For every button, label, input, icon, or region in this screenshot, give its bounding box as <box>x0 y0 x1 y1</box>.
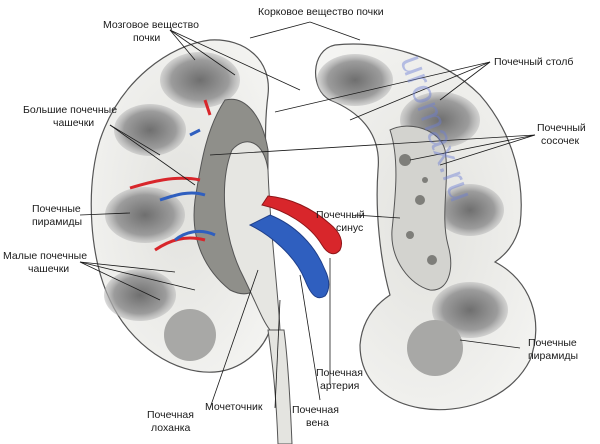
label-pelvis-2: лоханка <box>151 422 191 434</box>
left-pyramid-top <box>160 52 240 108</box>
right-sinus-holes <box>399 154 437 265</box>
label-pyramids-right-1: Почечные <box>528 337 577 349</box>
left-pyramid-upper <box>114 104 186 156</box>
renal-vein <box>248 214 330 299</box>
label-vein-2: вена <box>306 417 329 429</box>
label-papilla-1: Почечный <box>537 122 586 134</box>
leader-lines <box>79 21 536 409</box>
right-sinus <box>389 125 452 291</box>
right-pyramid-bottom <box>407 320 463 376</box>
label-vein-1: Почечная <box>292 404 339 416</box>
label-cortex: Корковое вещество почки <box>258 6 384 18</box>
label-pelvis-1: Почечная <box>147 409 194 421</box>
renal-artery <box>261 195 343 255</box>
left-sinus-vessels-blue <box>159 128 216 242</box>
label-pyramids-right-2: пирамиды <box>528 350 578 362</box>
right-pyramid-low <box>432 282 508 338</box>
left-pyramid-bottom <box>164 309 216 361</box>
label-major-2: чашечки <box>53 117 94 129</box>
label-column: Почечный столб <box>494 56 573 68</box>
left-half-kidney <box>90 39 293 444</box>
labels: Корковое вещество почки Мозговое веществ… <box>3 6 586 434</box>
label-pyramids-left-2: пирамиды <box>32 216 82 228</box>
right-half-kidney <box>315 43 537 411</box>
right-pyramid-top <box>317 54 393 106</box>
label-major-1: Большие почечные <box>23 104 117 116</box>
ureter <box>267 329 293 444</box>
label-sinus-2: синус <box>336 222 363 234</box>
label-artery-1: Почечная <box>316 367 363 379</box>
label-sinus-1: Почечный <box>316 209 365 221</box>
label-pyramids-left-1: Почечные <box>32 203 81 215</box>
left-pyramid-mid <box>105 187 185 243</box>
label-ureter: Мочеточник <box>205 401 263 413</box>
label-artery-2: артерия <box>320 380 359 392</box>
label-minor-2: чашечки <box>28 263 69 275</box>
label-papilla-2: сосочек <box>541 135 579 147</box>
label-medulla-1: Мозговое вещество <box>103 19 199 31</box>
label-medulla-2: почки <box>133 32 160 44</box>
right-pyramid-mid <box>436 184 504 236</box>
label-minor-1: Малые почечные <box>3 250 87 262</box>
